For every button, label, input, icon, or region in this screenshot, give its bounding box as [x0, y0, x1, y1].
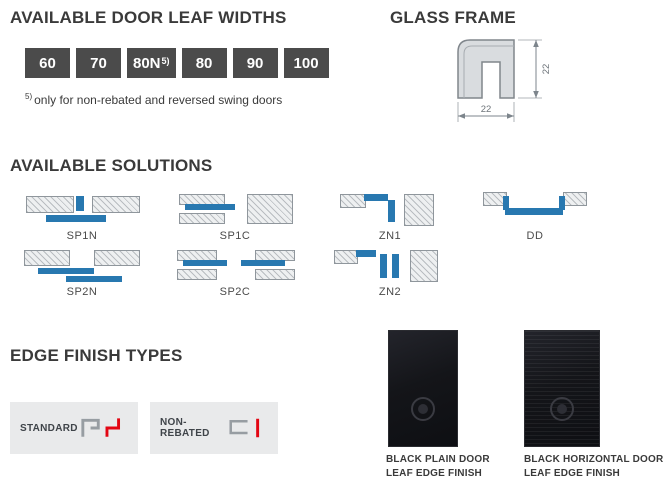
solution-sp1c: SP1C [175, 190, 295, 242]
glass-frame-profile-svg: 22 22 [457, 39, 552, 122]
dim-bottom-value: 22 [481, 104, 492, 115]
solution-sp2c: SP2C [175, 246, 295, 298]
solution-label: SP2N [66, 286, 98, 298]
wall-hatch [404, 194, 434, 226]
width-option-90: 90 [232, 48, 278, 78]
solution-sp1c-diagram [175, 190, 295, 228]
wall-hatch [563, 192, 587, 206]
edge-finish-non-rebated-label: NON-REBATED [160, 417, 210, 439]
footnote-text: only for non-rebated and reversed swing … [34, 93, 283, 107]
non-rebated-edge-icon [229, 418, 260, 438]
edge-finish-non-rebated: NON-REBATED [150, 402, 278, 454]
standard-edge-icon [81, 418, 120, 437]
wall-hatch [24, 250, 70, 266]
door-leaf [185, 204, 235, 210]
lock-knob-icon [550, 397, 574, 422]
door-leaf [380, 254, 387, 278]
wall-hatch [92, 196, 140, 213]
wall-hatch [26, 196, 74, 213]
solution-label: SP1C [219, 230, 251, 242]
solution-sp1n-diagram [22, 190, 142, 228]
width-option-100: 100 [283, 48, 329, 78]
width-option-60: 60 [25, 48, 70, 78]
solution-zn1-diagram [330, 190, 450, 228]
width-option-label: 100 [293, 54, 319, 72]
wall-hatch [177, 269, 217, 280]
solution-sp1n: SP1N [22, 190, 142, 242]
edge-finish-standard-label: STANDARD [20, 422, 78, 434]
caption-line: BLACK PLAIN DOOR [386, 454, 490, 465]
caption-line: LEAF EDGE FINISH [524, 467, 620, 479]
door-leaf [241, 260, 285, 266]
width-option-label: 90 [246, 54, 264, 72]
door-leaf [505, 208, 563, 215]
width-option-label: 70 [90, 54, 107, 72]
caption-line: LEAF EDGE FINISH [386, 467, 482, 479]
frame-profile-inner-line [463, 45, 514, 98]
solution-dd: DD [475, 190, 595, 242]
width-option-label: 80 [195, 54, 213, 72]
door-leaf [356, 250, 376, 257]
width-option-label: 60 [39, 54, 56, 72]
dim-extension-lines-right [518, 39, 542, 99]
wall-hatch [334, 250, 358, 264]
solution-dd-diagram [475, 190, 595, 228]
wall-hatch [247, 194, 293, 224]
solution-label: SP2C [219, 286, 251, 298]
door-leaf [559, 196, 565, 210]
door-leaf [392, 254, 399, 278]
solution-label: ZN2 [378, 286, 402, 298]
door-leaf [183, 260, 227, 266]
lock-knob-icon [411, 397, 435, 422]
door-leaf [66, 276, 122, 282]
black-horizontal-finish-caption: BLACK HORIZONTAL DOOR LEAF EDGE FINISH [524, 453, 664, 480]
black-plain-finish-caption: BLACK PLAIN DOOR LEAF EDGE FINISH [386, 453, 511, 480]
solution-label: ZN1 [378, 230, 402, 242]
door-leaf [38, 268, 94, 274]
solution-label: SP1N [66, 230, 98, 242]
footnote-marker: 5) [161, 56, 170, 66]
caption-line: BLACK HORIZONTAL DOOR [524, 454, 664, 465]
solution-zn1: ZN1 [330, 190, 450, 242]
solution-sp2n: SP2N [22, 246, 142, 298]
black-horizontal-finish-image [524, 330, 600, 447]
frame-profile-shape [457, 39, 515, 99]
dim-arrows-right [533, 40, 539, 98]
door-leaf [503, 196, 509, 210]
solution-zn2: ZN2 [330, 246, 450, 298]
door-leaf [388, 200, 395, 222]
wall-hatch [340, 194, 366, 208]
footnote-marker: 5) [25, 92, 33, 101]
widths-footnote: 5)only for non-rebated and reversed swin… [25, 92, 282, 107]
widths-section-title: AVAILABLE DOOR LEAF WIDTHS [10, 8, 287, 27]
wall-hatch [94, 250, 140, 266]
edge-finish-title: EDGE FINISH TYPES [10, 346, 183, 365]
solution-sp2c-diagram [175, 246, 295, 284]
edge-finish-standard: STANDARD [10, 402, 138, 454]
door-leaf [46, 215, 106, 222]
wall-hatch [255, 269, 295, 280]
wall-hatch [410, 250, 438, 282]
door-leaf [76, 196, 84, 211]
dim-extension-lines-bottom [457, 102, 515, 122]
solutions-title: AVAILABLE SOLUTIONS [10, 156, 213, 175]
dim-right-value: 22 [541, 64, 552, 75]
width-option-label: 80N [133, 54, 161, 72]
door-leaf [364, 194, 388, 201]
glass-frame-title: GLASS FRAME [390, 8, 516, 27]
width-option-80: 80 [181, 48, 227, 78]
solution-label: DD [526, 230, 544, 242]
solution-zn2-diagram [330, 246, 450, 284]
glass-frame-drawing: 22 22 [450, 34, 560, 139]
wall-hatch [179, 213, 225, 224]
black-plain-finish-image [388, 330, 458, 447]
width-option-70: 70 [76, 48, 121, 78]
solution-sp2n-diagram [22, 246, 142, 284]
